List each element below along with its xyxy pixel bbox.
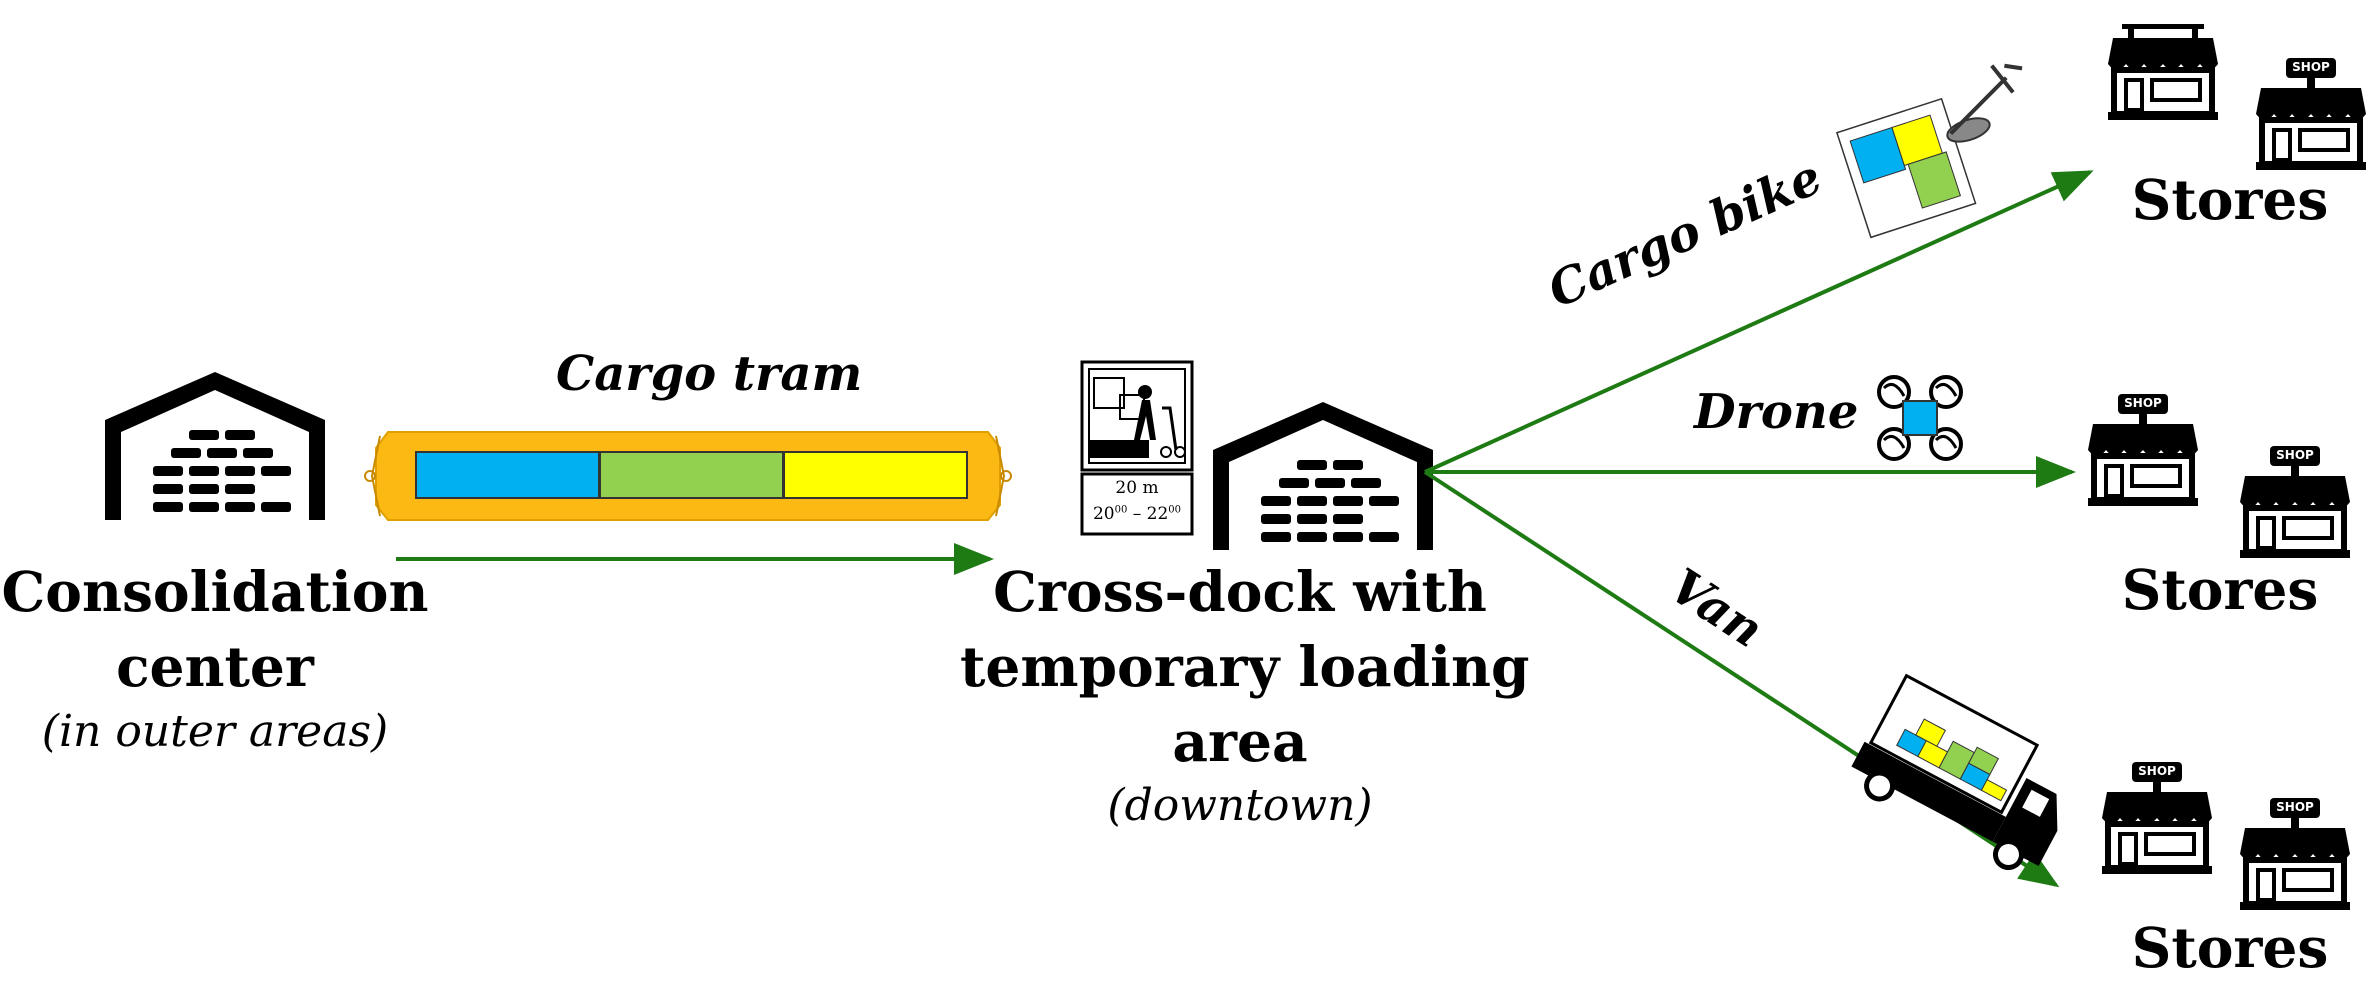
consolidation-warehouse-icon (105, 372, 325, 520)
shop-sign-text: SHOP (2138, 764, 2176, 778)
store-icon (2240, 446, 2350, 558)
cargo-tram-icon (364, 431, 1012, 521)
crossdock-subtitle: (downtown) (1107, 780, 1373, 831)
store-icon (2240, 798, 2350, 910)
cargo-bike-route-arrow (1424, 170, 2094, 474)
store-icon (2102, 762, 2212, 874)
store-icon (2108, 24, 2218, 120)
shop-sign-text: SHOP (2292, 60, 2330, 74)
van-icon (1851, 673, 2058, 871)
crossdock-title: Cross-dock with temporary loading area (960, 554, 1530, 779)
tram-compartment-green (599, 451, 784, 499)
drone-icon (1877, 375, 1963, 461)
sign-time-start: 20 (1092, 504, 1115, 524)
origin-title-line1: Consolidation (1, 559, 429, 624)
shop-sign-text: SHOP (2276, 448, 2314, 462)
route-label-drone: Drone (1694, 384, 1859, 440)
stores-label-bottom: Stores (2131, 915, 2329, 980)
tram-compartment-yellow (783, 451, 968, 499)
crossdock-warehouse-icon (1213, 402, 1433, 550)
tram-compartment-blue (415, 451, 600, 499)
crossdock-title-line1: Cross-dock with (993, 559, 1487, 624)
stores-label-middle: Stores (2121, 557, 2319, 622)
sign-length: 20 m (1115, 478, 1159, 498)
sign-time-sep: – (1132, 504, 1142, 524)
crossdock-title-line2: temporary loading (960, 634, 1530, 699)
sign-time-start-sup: 00 (1114, 504, 1128, 516)
sign-time: 2000 – 2200 (1082, 504, 1192, 524)
shop-sign-text: SHOP (2124, 396, 2162, 410)
tram-label: Cargo tram (556, 346, 863, 402)
shop-sign-text: SHOP (2276, 800, 2314, 814)
cargo-bike-icon (1835, 63, 2023, 239)
sign-time-end: 22 (1146, 504, 1169, 524)
origin-title: Consolidation center (0, 554, 430, 704)
sign-time-end-sup: 00 (1168, 504, 1182, 516)
origin-title-line2: center (116, 634, 314, 699)
store-icon (2256, 58, 2366, 170)
origin-subtitle: (in outer areas) (41, 706, 389, 757)
store-icon (2088, 394, 2198, 506)
crossdock-title-line3: area (1172, 709, 1308, 774)
loading-zone-sign (1080, 360, 1194, 536)
stores-label-top: Stores (2131, 167, 2329, 232)
